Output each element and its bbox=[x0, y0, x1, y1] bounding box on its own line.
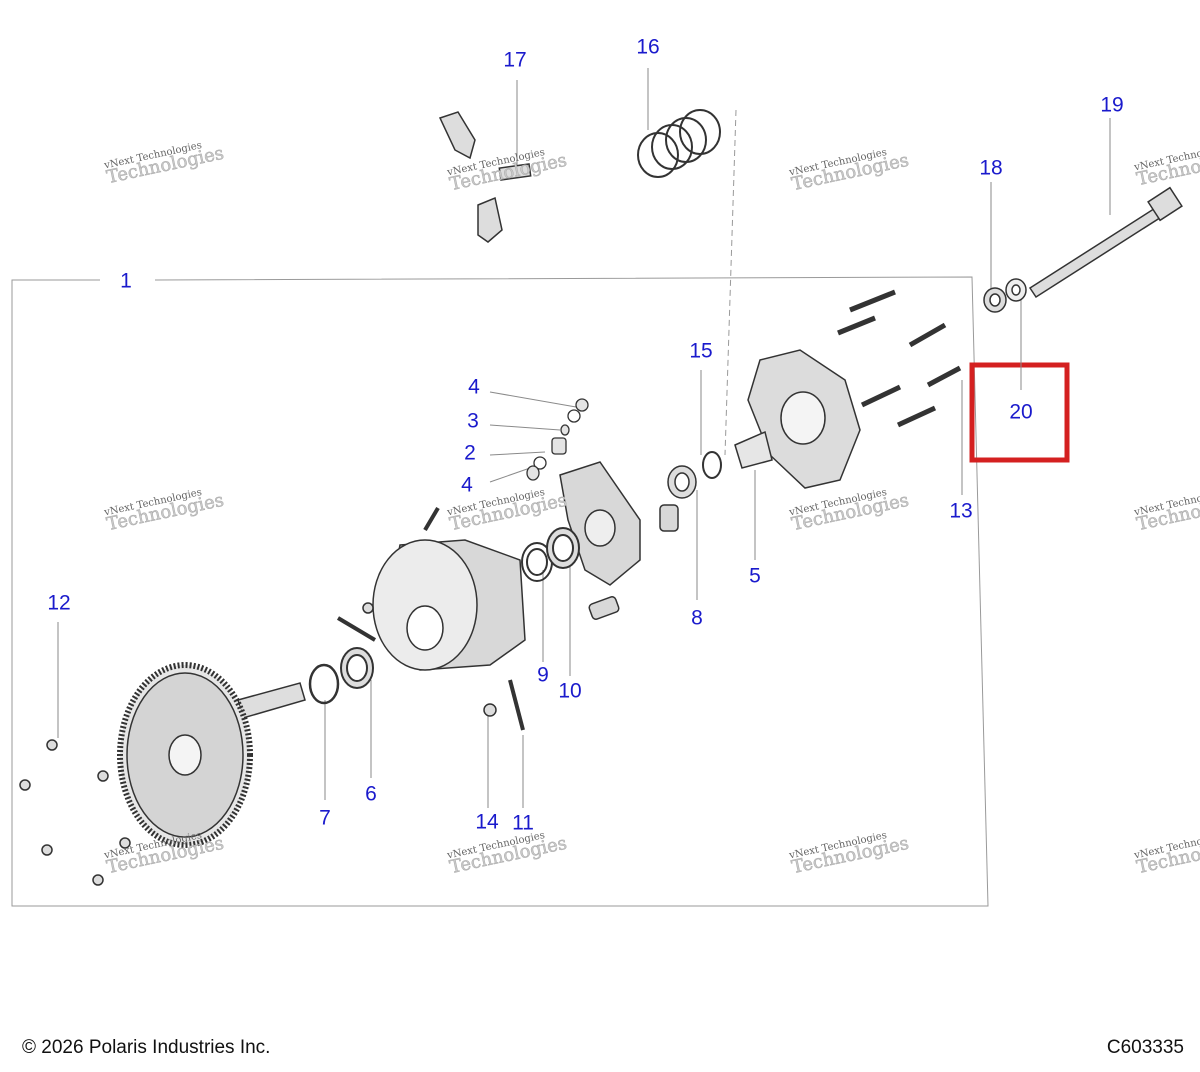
callout-20[interactable]: 20 bbox=[1009, 400, 1033, 424]
callout-16[interactable]: 16 bbox=[636, 35, 660, 59]
part-10-seal bbox=[546, 527, 580, 569]
spider bbox=[559, 461, 679, 620]
part-17-weights bbox=[438, 111, 532, 243]
callout-15[interactable]: 15 bbox=[689, 339, 713, 363]
part-13-screws bbox=[837, 289, 962, 428]
callout-10[interactable]: 10 bbox=[558, 679, 582, 703]
callout-19[interactable]: 19 bbox=[1100, 93, 1124, 117]
part-8-bushing bbox=[667, 465, 697, 499]
callout-11[interactable]: 11 bbox=[512, 811, 534, 835]
callout-6[interactable]: 6 bbox=[365, 782, 377, 806]
part-19-bolt bbox=[1028, 186, 1183, 299]
movable-sheave bbox=[372, 506, 526, 671]
copyright-notice: © 2026 Polaris Industries Inc. bbox=[22, 1037, 271, 1058]
assembly-boundary bbox=[11, 276, 989, 907]
callout-12[interactable]: 12 bbox=[47, 591, 71, 615]
part-15-snap-ring bbox=[702, 451, 722, 479]
callout-5[interactable]: 5 bbox=[749, 564, 761, 588]
callout-4-upper[interactable]: 4 bbox=[468, 375, 480, 399]
part-7-ring bbox=[308, 663, 340, 705]
part-6-bushing bbox=[340, 647, 374, 689]
part-12-screws bbox=[19, 739, 131, 886]
callout-7[interactable]: 7 bbox=[319, 806, 331, 830]
callout-4-lower[interactable]: 4 bbox=[461, 473, 473, 497]
callout-3[interactable]: 3 bbox=[467, 409, 479, 433]
pins bbox=[336, 602, 525, 731]
callout-13[interactable]: 13 bbox=[949, 499, 973, 523]
part-16-spring bbox=[637, 109, 721, 178]
callout-17[interactable]: 17 bbox=[503, 48, 527, 72]
callout-9[interactable]: 9 bbox=[537, 663, 549, 687]
callout-2[interactable]: 2 bbox=[464, 441, 476, 465]
callout-8[interactable]: 8 bbox=[691, 606, 703, 630]
leader-lines bbox=[57, 68, 1111, 808]
fixed-sheave bbox=[117, 662, 306, 848]
axis-centerline bbox=[724, 109, 737, 456]
highlight-box bbox=[969, 362, 1070, 463]
part-20-washer bbox=[1005, 278, 1027, 302]
callout-1[interactable]: 1 bbox=[120, 269, 132, 293]
callout-14[interactable]: 14 bbox=[475, 810, 499, 834]
part-18-nut bbox=[983, 287, 1007, 313]
parts-2-4-small bbox=[526, 398, 589, 481]
part-5-cover bbox=[734, 349, 861, 489]
diagram-code: C603335 bbox=[1106, 1037, 1184, 1058]
callout-18[interactable]: 18 bbox=[979, 156, 1003, 180]
